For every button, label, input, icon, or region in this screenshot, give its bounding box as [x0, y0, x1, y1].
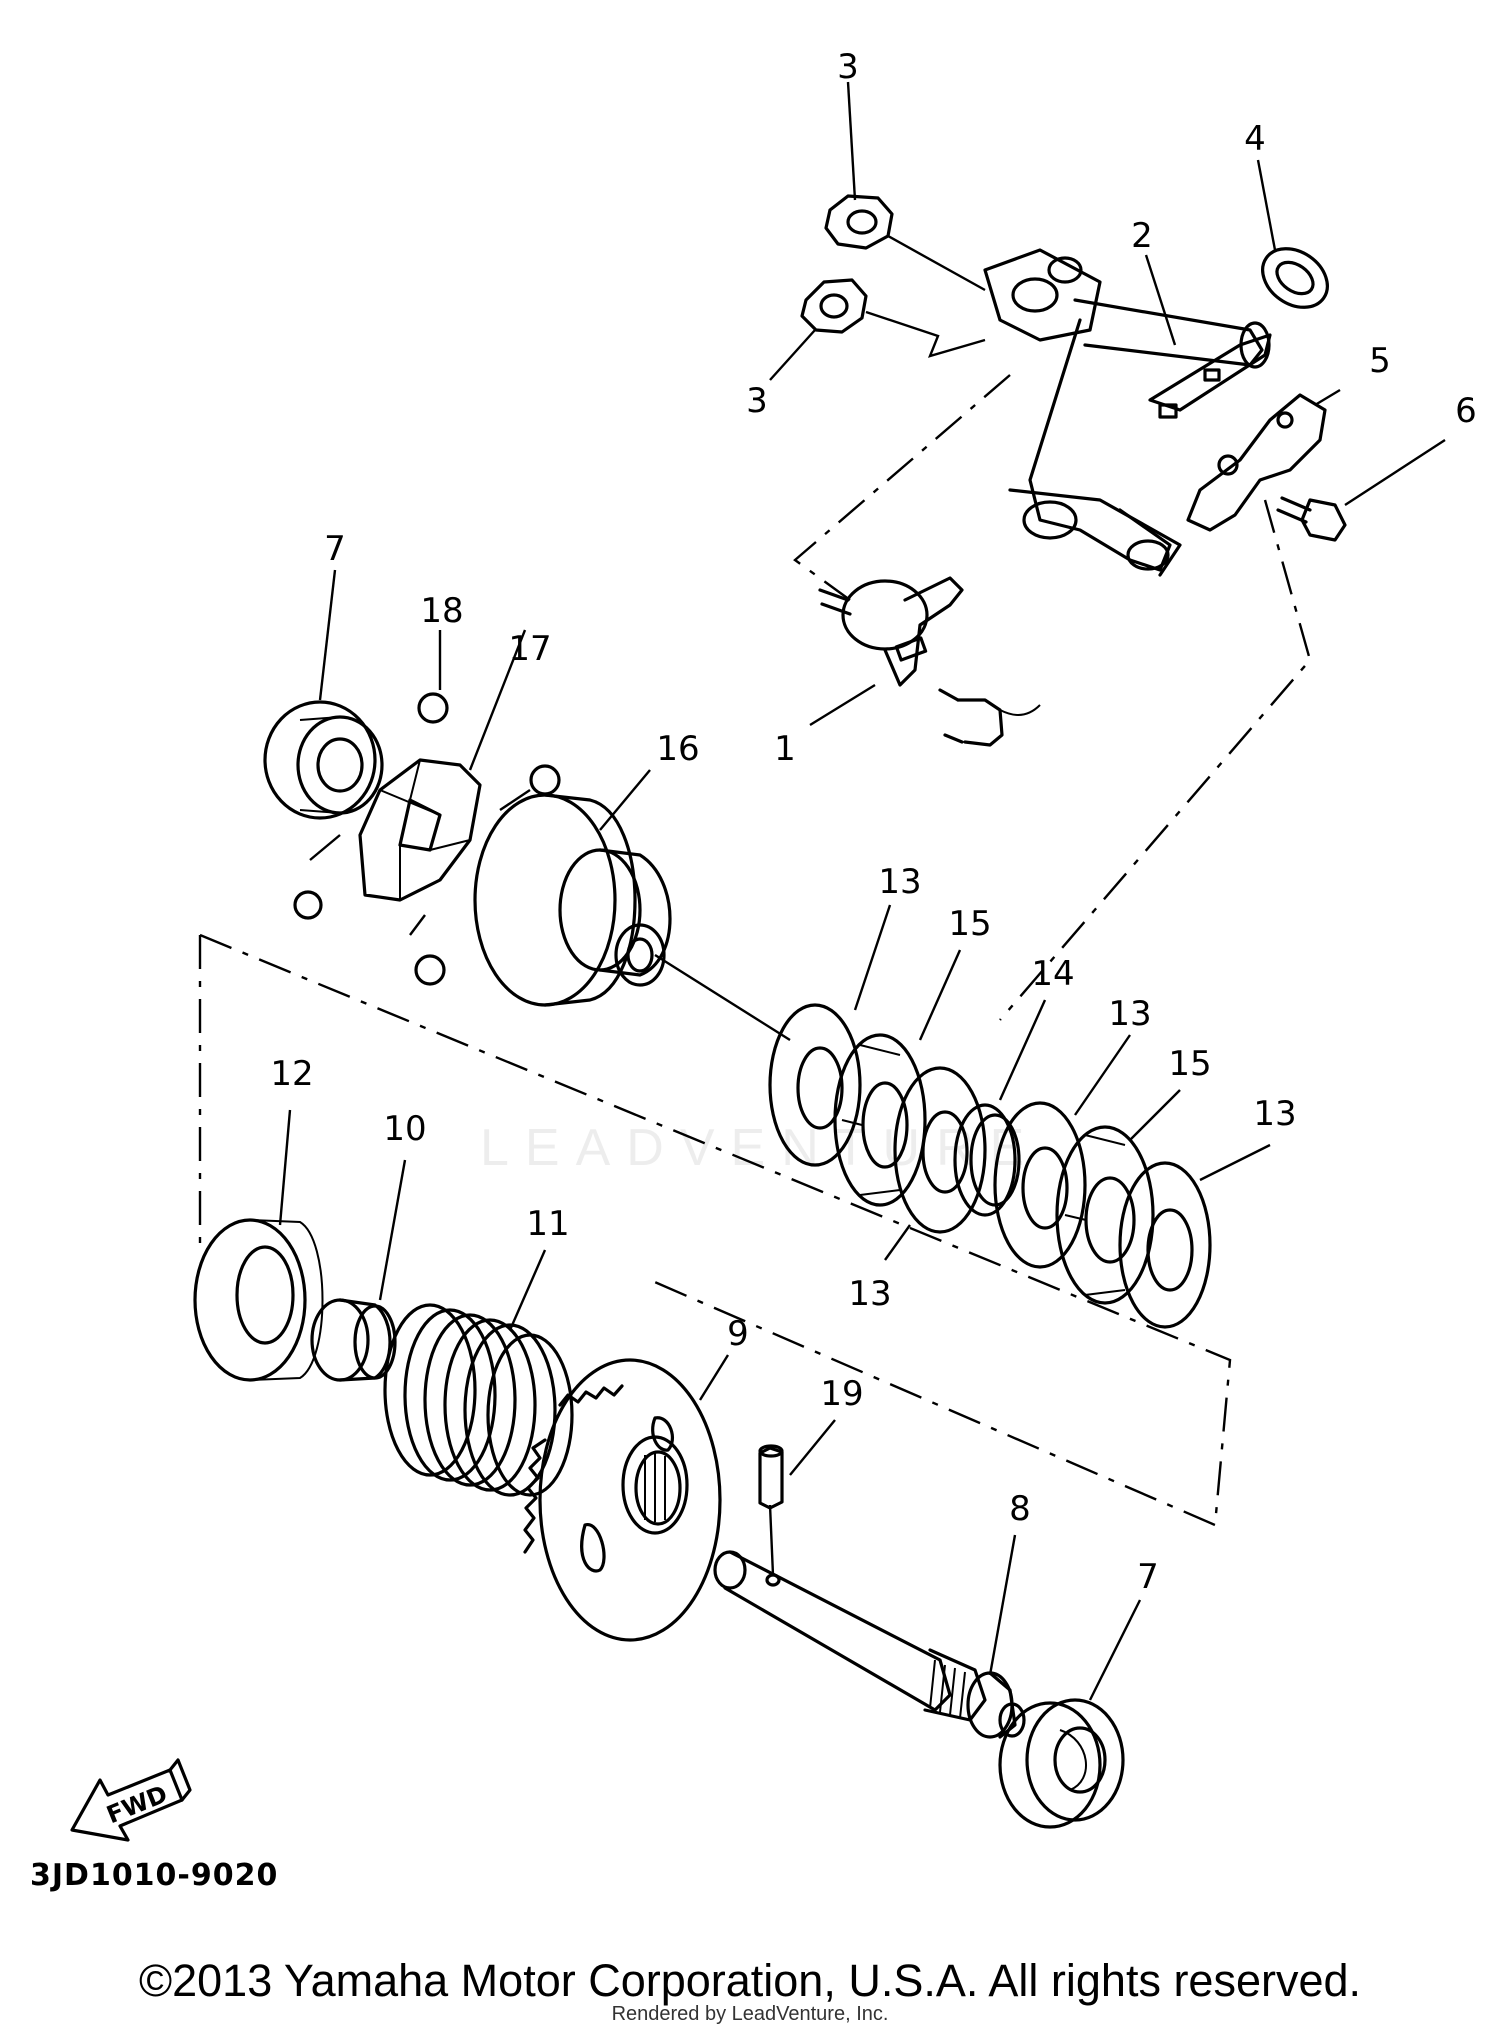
- callout-13-right: 13: [1253, 1094, 1296, 1134]
- part-2-lever-shaft: [983, 248, 1272, 577]
- callout-13-bottom: 13: [848, 1274, 891, 1314]
- callout-leaders: [278, 81, 1446, 1701]
- callout-2: 2: [1131, 216, 1153, 256]
- callout-1: 1: [774, 729, 796, 769]
- copyright-text: ©2013 Yamaha Motor Corporation, U.S.A. A…: [138, 1955, 1362, 2006]
- assembly-lines: [198, 234, 1312, 1576]
- callout-11: 11: [526, 1204, 569, 1244]
- part-15-plate-1: [833, 1033, 927, 1207]
- callout-7-lower: 7: [1137, 1557, 1159, 1597]
- part-18-balls: [293, 692, 561, 986]
- part-10-collar: [310, 1298, 397, 1382]
- callout-13-top: 13: [878, 862, 921, 902]
- part-12-oil-seal: [193, 1218, 324, 1382]
- callout-14: 14: [1031, 954, 1074, 994]
- callout-9: 9: [727, 1314, 749, 1354]
- part-11-kick-spring: [383, 1303, 574, 1497]
- callout-15-right: 15: [1168, 1044, 1211, 1084]
- callout-5: 5: [1369, 341, 1391, 381]
- part-9-kick-gear: [523, 1358, 722, 1642]
- callout-18: 18: [420, 591, 463, 631]
- part-3-nut-upper: [824, 194, 894, 250]
- callout-6: 6: [1455, 391, 1477, 431]
- callout-15-left: 15: [948, 904, 991, 944]
- part-13-washer-2: [893, 1066, 987, 1234]
- part-8-kick-shaft: [713, 1550, 1026, 1739]
- part-7-bearing-upper: [263, 700, 384, 820]
- part-15-plate-2: [1055, 1125, 1155, 1305]
- diagram-code: 3JD1010-9020: [30, 1858, 279, 1893]
- callout-7-upper: 7: [324, 529, 346, 569]
- callout-3-lower: 3: [746, 381, 768, 421]
- callout-16: 16: [656, 729, 699, 769]
- part-7-bearing-lower: [998, 1698, 1125, 1829]
- part-16-hub: [473, 793, 672, 1007]
- callout-10: 10: [383, 1109, 426, 1149]
- part-3-nut-lower: [800, 278, 868, 334]
- part-5-stopper-plate: [1186, 393, 1327, 532]
- part-14-spring-ring: [953, 1103, 1021, 1217]
- part-6-bolt: [1276, 496, 1347, 542]
- watermark-text: LEADVENTURE: [480, 1119, 1041, 1177]
- fwd-label: FWD: [103, 1780, 172, 1829]
- part-17-damper: [358, 758, 482, 902]
- part-13-washer-1: [768, 1003, 862, 1167]
- part-4-oil-seal: [1261, 247, 1329, 309]
- callout-13-mid: 13: [1108, 994, 1151, 1034]
- callout-17: 17: [508, 629, 551, 669]
- part-19-pin: [758, 1444, 784, 1510]
- callout-4: 4: [1244, 119, 1266, 159]
- rendered-by-text: Rendered by LeadVenture, Inc.: [611, 2003, 889, 2025]
- callouts: 3 3 4 2 5 6 1 7 18 17 16 13 15 14 13 15 …: [270, 47, 1476, 1597]
- callout-8: 8: [1009, 1489, 1031, 1529]
- callout-12: 12: [270, 1054, 313, 1094]
- callout-3-upper: 3: [837, 47, 859, 87]
- part-1-cam-plate: [818, 576, 1041, 747]
- part-13-washer-3: [993, 1101, 1087, 1269]
- part-13-washer-4: [1118, 1161, 1212, 1329]
- callout-19: 19: [820, 1374, 863, 1414]
- fwd-arrow-icon: FWD: [70, 1758, 192, 1842]
